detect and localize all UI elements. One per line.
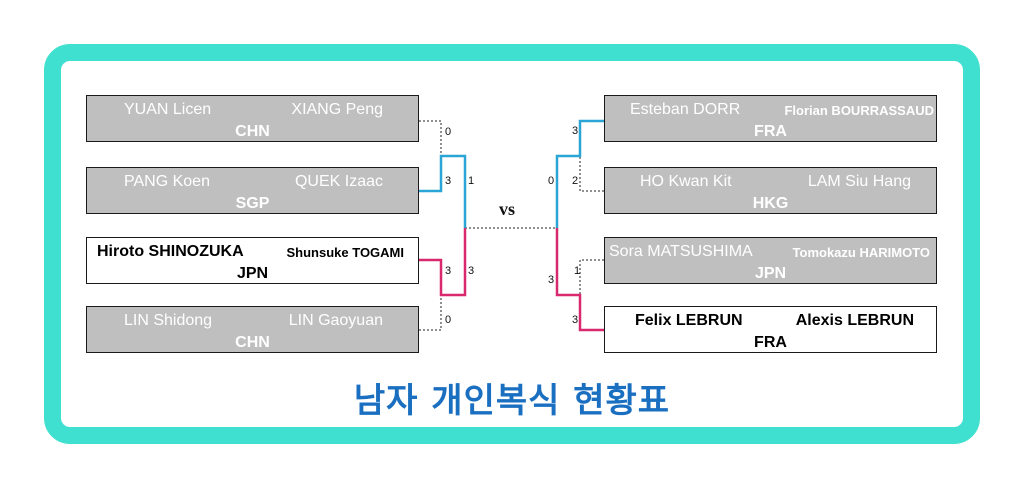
player-2-name: Alexis LEBRUN (795, 312, 914, 329)
player-1-name: LIN Shidong (124, 312, 213, 329)
player-1-name: PANG Koen (124, 173, 210, 190)
player-2-name: Tomokazu HARIMOTO (792, 245, 930, 260)
right-r1-score-3: 1 (574, 265, 580, 277)
player-2-name: QUEK Izaac (294, 173, 383, 190)
country-code: FRA (754, 334, 787, 351)
country-code: FRA (754, 123, 787, 140)
right-r1-upper-connector (579, 120, 604, 192)
player-2-name: Shunsuke TOGAMI (286, 245, 405, 260)
country-code: HKG (752, 195, 789, 212)
player-2-name: Florian BOURRASSAUD (784, 103, 934, 118)
player-1-name: HO Kwan Kit (640, 173, 732, 190)
player-1-name: Hiroto SHINOZUKA (97, 243, 244, 260)
country-code: CHN (235, 123, 270, 140)
right-team-box-3: Sora MATSUSHIMA Tomokazu HARIMOTO JPN (604, 237, 937, 284)
player-1-name: Sora MATSUSHIMA (609, 243, 753, 260)
right-team-box-1: Esteban DORR Florian BOURRASSAUD FRA (604, 95, 937, 142)
right-r2-score-1: 0 (548, 175, 554, 187)
player-1-name: Esteban DORR (630, 101, 741, 118)
player-2-name: XIANG Peng (291, 101, 383, 118)
right-team-box-4: Felix LEBRUN Alexis LEBRUN FRA (604, 306, 937, 353)
left-blue-path (419, 154, 467, 228)
left-r1-lower-connector (419, 259, 442, 331)
country-code: CHN (235, 334, 270, 351)
country-code: JPN (236, 265, 269, 282)
left-r2-score-1: 1 (468, 175, 474, 187)
left-r1-score-3: 3 (445, 265, 451, 277)
right-r2-score-2: 3 (548, 274, 554, 286)
left-r2-score-2: 3 (468, 265, 474, 277)
right-r1-score-1: 3 (572, 125, 578, 137)
right-r1-lower-connector (579, 259, 604, 331)
left-r1-score-1: 0 (445, 126, 451, 138)
left-team-box-3: Hiroto SHINOZUKA Shunsuke TOGAMI JPN (86, 237, 419, 284)
right-blue-path (555, 119, 604, 228)
left-r1-score-4: 0 (445, 314, 451, 326)
left-r1-score-2: 3 (445, 175, 451, 187)
player-2-name: LAM Siu Hang (807, 173, 911, 190)
country-code: JPN (754, 265, 787, 282)
vs-label: vs (499, 199, 516, 219)
page-title: 남자 개인복식 현황표 (353, 381, 671, 421)
right-r1-score-4: 3 (572, 314, 578, 326)
right-pink-path (555, 228, 604, 332)
player-2-name: LIN Gaoyuan (288, 312, 383, 329)
right-r1-score-2: 2 (572, 175, 578, 187)
left-r1-upper-connector (419, 120, 442, 192)
country-code: SGP (235, 195, 270, 212)
player-1-name: YUAN Licen (124, 101, 212, 118)
left-pink-path (419, 228, 467, 297)
player-1-name: Felix LEBRUN (635, 312, 743, 329)
